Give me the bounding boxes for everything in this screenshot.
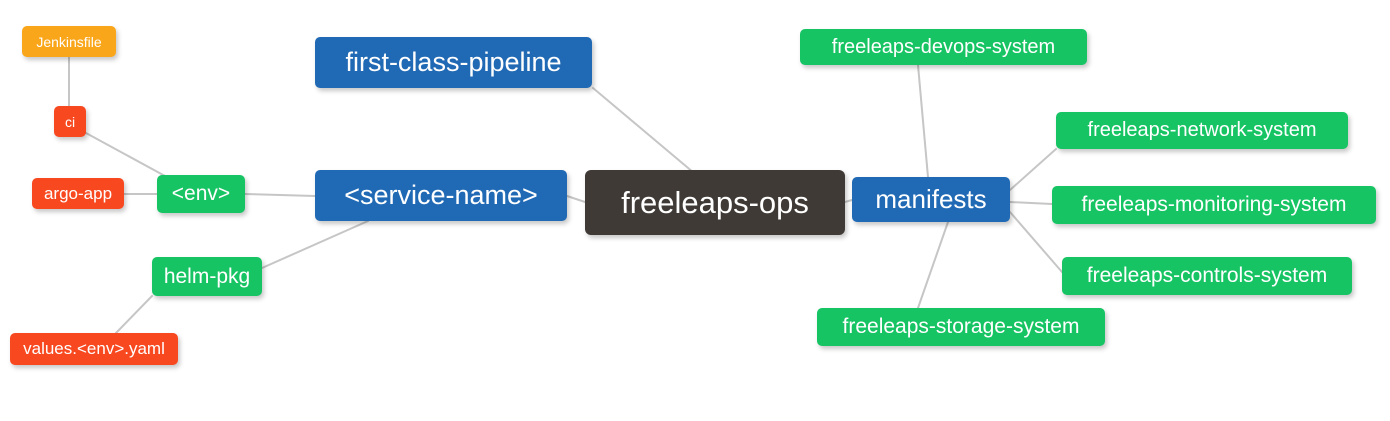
edge-service-name-to-first-class-pipeline bbox=[592, 87, 701, 179]
node-freeleaps-devops-system[interactable]: freeleaps-devops-system bbox=[800, 29, 1087, 65]
node-freeleaps-monitoring-system[interactable]: freeleaps-monitoring-system bbox=[1052, 186, 1376, 224]
edge-env-to-ci bbox=[85, 132, 166, 177]
node-first-class-pipeline[interactable]: first-class-pipeline bbox=[315, 37, 592, 88]
node-manifests[interactable]: manifests bbox=[852, 177, 1010, 222]
node-ci[interactable]: ci bbox=[54, 106, 86, 137]
node-freeleaps-network-system[interactable]: freeleaps-network-system bbox=[1056, 112, 1348, 149]
node-freeleaps-storage-system[interactable]: freeleaps-storage-system bbox=[817, 308, 1105, 346]
edge-manifests-to-freeleaps-monitoring-system bbox=[1009, 201, 1053, 205]
node-argo-app[interactable]: argo-app bbox=[32, 178, 124, 209]
node-freeleaps-controls-system[interactable]: freeleaps-controls-system bbox=[1062, 257, 1352, 295]
node-values-yaml[interactable]: values.<env>.yaml bbox=[10, 333, 178, 365]
edge-root-to-service-name bbox=[566, 195, 586, 203]
node-helm-pkg[interactable]: helm-pkg bbox=[152, 257, 262, 296]
node-jenkinsfile[interactable]: Jenkinsfile bbox=[22, 26, 116, 57]
node-service-name[interactable]: <service-name> bbox=[315, 170, 567, 221]
node-env[interactable]: <env> bbox=[157, 175, 245, 213]
edge-service-name-to-helm-pkg bbox=[261, 220, 369, 269]
edge-helm-pkg-to-values-yaml bbox=[115, 295, 153, 334]
edge-manifests-to-freeleaps-storage-system bbox=[917, 221, 949, 309]
edge-manifests-to-freeleaps-devops-system bbox=[917, 64, 929, 178]
edge-root-to-manifests bbox=[844, 199, 853, 203]
edge-service-name-to-env bbox=[244, 193, 316, 197]
edge-manifests-to-freeleaps-network-system bbox=[1009, 148, 1057, 191]
node-root[interactable]: freeleaps-ops bbox=[585, 170, 845, 235]
